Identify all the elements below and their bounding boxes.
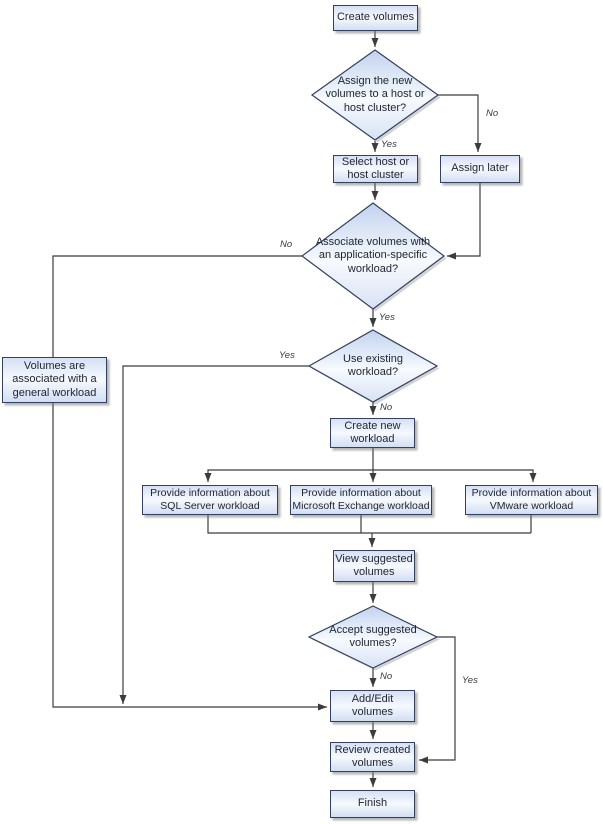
edge-assign-no [438,94,482,152]
node-finish: Finish [330,790,415,818]
edge-associate-no [52,255,327,711]
node-general-workload: Volumes are associated with a general wo… [2,357,107,403]
decision-associate-workload-label: Associate volumes with an application-sp… [315,236,431,275]
label-associate-no: No [280,239,293,250]
node-provide-vmware: Provide information about VMware workloa… [465,485,598,515]
label-assign-yes: Yes [381,139,397,150]
decision-associate-workload [300,202,446,310]
decision-use-existing-label: Use existing workload? [343,352,403,378]
decision-use-existing [307,329,439,403]
label-existing-no: No [380,402,393,413]
label-accept-yes: Yes [462,675,478,686]
label-associate-yes: Yes [379,312,395,323]
label-existing-yes: Yes [279,350,295,361]
edge-split-to-vmware [373,469,537,482]
edge-split-to-sql [204,448,374,482]
decision-assign-host [310,49,440,141]
decision-assign-host-label: Assign the new volumes to a host or host… [325,75,425,114]
node-view-suggested: View suggested volumes [333,550,415,582]
node-create-volumes: Create volumes [333,5,418,31]
node-provide-exchange: Provide information about Microsoft Exch… [290,485,432,515]
edge-accept-yes [419,636,456,764]
label-accept-no: No [380,671,393,682]
node-select-host: Select host or host cluster [333,155,418,183]
edge-existing-yes [119,365,309,704]
decision-accept-suggested-label: Accept suggested volumes? [329,623,417,649]
node-assign-later: Assign later [440,155,520,183]
edge-assignlater-to-associate [447,183,481,260]
label-assign-no: No [486,108,499,119]
node-review-created: Review created volumes [330,742,415,772]
node-provide-sql: Provide information about SQL Server wor… [142,485,278,515]
decision-accept-suggested [307,605,439,669]
edge-merge-left [207,515,531,534]
node-create-new-workload: Create new workload [330,418,415,448]
node-add-edit-volumes: Add/Edit volumes [330,690,415,722]
